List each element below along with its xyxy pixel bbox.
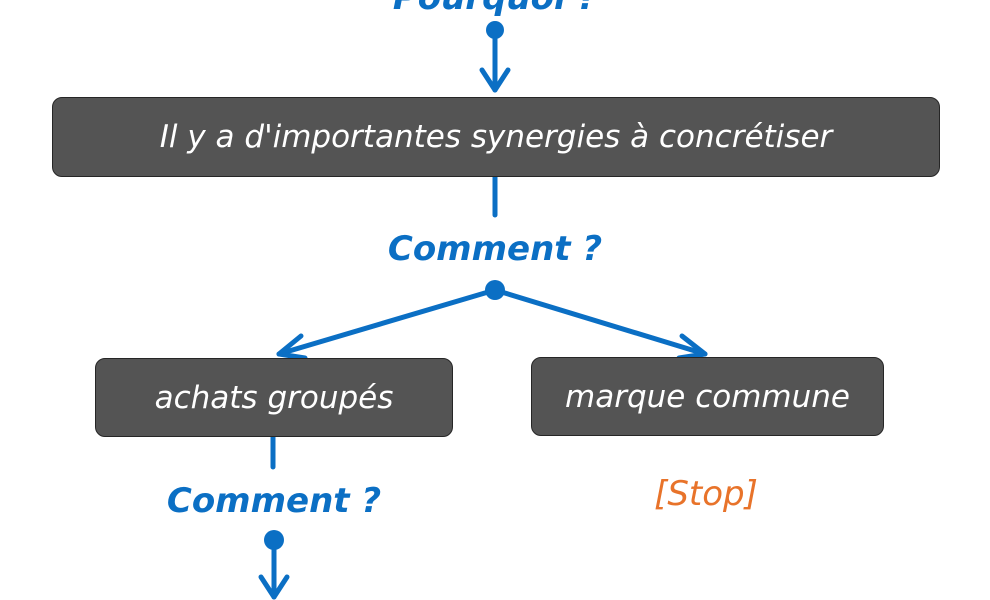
how-question-label-2: Comment ? xyxy=(166,481,382,521)
top-junction-dot xyxy=(486,21,504,39)
left-branch-box: achats groupés xyxy=(95,358,453,437)
main-statement-text: Il y a d'importantes synergies à concrét… xyxy=(159,119,833,155)
bottom-arrowhead xyxy=(258,574,290,600)
main-statement-box: Il y a d'importantes synergies à concrét… xyxy=(52,97,940,177)
bottom-junction-dot xyxy=(264,530,284,550)
left-branch-text: achats groupés xyxy=(154,379,394,416)
stop-label: [Stop] xyxy=(654,474,758,514)
why-question-label: Pourquoi ? xyxy=(345,0,645,18)
branch-left-arrowhead xyxy=(276,333,308,361)
branch-right-line xyxy=(492,287,708,357)
branch-right-arrowhead xyxy=(676,333,708,361)
top-arrowhead xyxy=(479,67,511,93)
how-question-label-1: Comment ? xyxy=(387,229,603,269)
right-branch-text: marque commune xyxy=(565,378,850,415)
branch-left-line xyxy=(276,287,498,357)
branch-junction-dot xyxy=(485,280,505,300)
right-branch-box: marque commune xyxy=(531,357,884,436)
